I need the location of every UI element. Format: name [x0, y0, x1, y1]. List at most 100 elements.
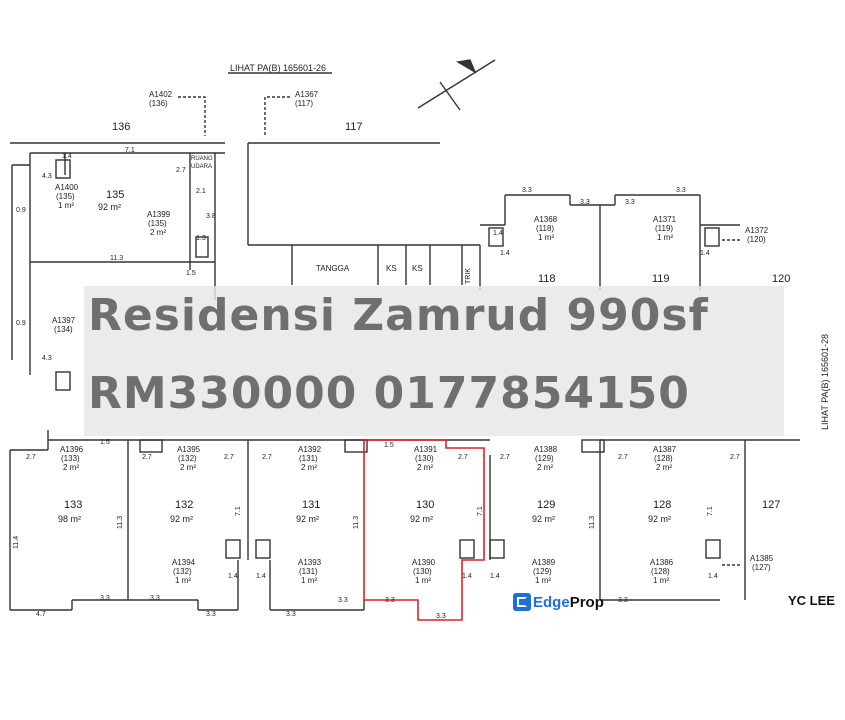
dim: 2.7	[142, 454, 152, 461]
dim: 3.3	[618, 597, 628, 604]
acc-area: 1 m²	[653, 576, 669, 585]
dim: 1.5	[384, 442, 394, 449]
acc-unit: (129)	[535, 454, 554, 463]
unit-area: 98 m²	[58, 514, 81, 524]
callout-unit: (136)	[149, 99, 168, 108]
callout-unit: (127)	[752, 563, 771, 572]
udara-label: UDARA	[191, 164, 212, 170]
acc-area: 1 m²	[415, 576, 431, 585]
unit-area: 92 m²	[532, 514, 555, 524]
dim: 1.4	[62, 153, 72, 160]
dim: 3.8	[206, 213, 216, 220]
agent-name: YC LEE	[788, 593, 835, 608]
acc-area: 1 m²	[535, 576, 551, 585]
dim: 7.1	[125, 147, 135, 154]
unit-label-132: 132	[175, 499, 193, 511]
acc-code: A1386	[650, 558, 674, 567]
dim: 2.7	[224, 454, 234, 461]
callout-code: A1367	[295, 90, 319, 99]
acc-code: A1399	[147, 210, 171, 219]
callout-code: A1402	[149, 90, 173, 99]
acc-area: 2 m²	[417, 463, 433, 472]
dim: 2.7	[618, 454, 628, 461]
acc-unit: (133)	[61, 454, 80, 463]
acc-code: A1393	[298, 558, 322, 567]
acc-unit: (129)	[533, 567, 552, 576]
brand-part-1: Edge	[533, 593, 570, 611]
acc-code: A1389	[532, 558, 556, 567]
acc-unit: (132)	[178, 454, 197, 463]
acc-area: 1 m²	[175, 576, 191, 585]
acc-code: A1396	[60, 445, 84, 454]
acc-code: A1391	[414, 445, 438, 454]
unit-label-135: 135	[106, 189, 124, 201]
listing-title: Residensi Zamrud 990sf	[88, 290, 709, 341]
dim: 1.4	[500, 250, 510, 257]
dim: 2.7	[262, 454, 272, 461]
dim: 1.4	[493, 230, 503, 237]
dim: 1.3	[196, 235, 206, 242]
unit-area: 92 m²	[648, 514, 671, 524]
ruang-label: RUANG	[191, 156, 213, 162]
dim: 3.3	[522, 187, 532, 194]
dim: 3.3	[676, 187, 686, 194]
acc-code: A1371	[653, 215, 677, 224]
callout-unit: (120)	[747, 235, 766, 244]
dim: 7.1	[477, 506, 484, 516]
edgeprop-logo-icon	[513, 593, 531, 611]
dim: 3.3	[625, 199, 635, 206]
dim: 11.3	[117, 516, 124, 529]
acc-unit: (134)	[54, 325, 73, 334]
acc-unit: (130)	[415, 454, 434, 463]
dim: 1.4	[708, 573, 718, 580]
acc-area: 2 m²	[180, 463, 196, 472]
dim: 7.1	[235, 506, 242, 516]
dim: 11.3	[589, 516, 596, 529]
tangga-label: TANGGA	[316, 264, 350, 273]
unit-label-127: 127	[762, 499, 780, 511]
dim: 3.3	[436, 613, 446, 620]
acc-unit: (135)	[56, 192, 75, 201]
acc-area: 2 m²	[537, 463, 553, 472]
callout-unit: (117)	[295, 99, 313, 108]
unit-label-131: 131	[302, 499, 320, 511]
dim: 11.3	[110, 255, 123, 262]
unit-area: 92 m²	[410, 514, 433, 524]
dim: 3.3	[206, 611, 216, 618]
callout-code: A1385	[750, 554, 774, 563]
ks-label: KS	[412, 264, 423, 273]
acc-unit: (128)	[651, 567, 670, 576]
dim: 1.4	[256, 573, 266, 580]
dim: 3.3	[100, 595, 110, 602]
dim: 0.9	[16, 207, 26, 214]
brand-part-2: Prop	[569, 593, 604, 611]
unit-label-120: 120	[772, 273, 790, 285]
edgeprop-logo: Edge Prop	[513, 588, 604, 616]
dim: 2.7	[26, 454, 36, 461]
unit-label-117: 117	[345, 121, 363, 133]
unit-label-129: 129	[537, 499, 555, 511]
dim: 3.3	[385, 597, 395, 604]
dim: 1.4	[490, 573, 500, 580]
unit-area-135: 92 m²	[98, 202, 121, 212]
listing-price-phone: RM330000 0177854150	[88, 368, 690, 419]
dim: 2.7	[176, 167, 186, 174]
acc-unit: (132)	[173, 567, 192, 576]
dim: 7.1	[707, 506, 714, 516]
acc-unit: (131)	[299, 567, 318, 576]
acc-code: A1368	[534, 215, 558, 224]
acc-area: 1 m²	[538, 233, 554, 242]
dim: 2.1	[196, 188, 206, 195]
acc-unit: (118)	[536, 224, 554, 233]
plan-ref-top: LIHAT PA(B) 165601-26	[230, 63, 326, 73]
dim: 3.3	[580, 199, 590, 206]
unit-label-136: 136	[112, 121, 130, 133]
plan-ref-side: LIHAT PA(B) 165601-28	[820, 334, 830, 430]
acc-area: 2 m²	[150, 228, 166, 237]
acc-unit: (128)	[654, 454, 673, 463]
trik-label: TRIK	[465, 268, 472, 284]
acc-code: A1394	[172, 558, 196, 567]
dim: 4.7	[36, 611, 46, 618]
acc-code: A1395	[177, 445, 201, 454]
acc-code: A1390	[412, 558, 436, 567]
